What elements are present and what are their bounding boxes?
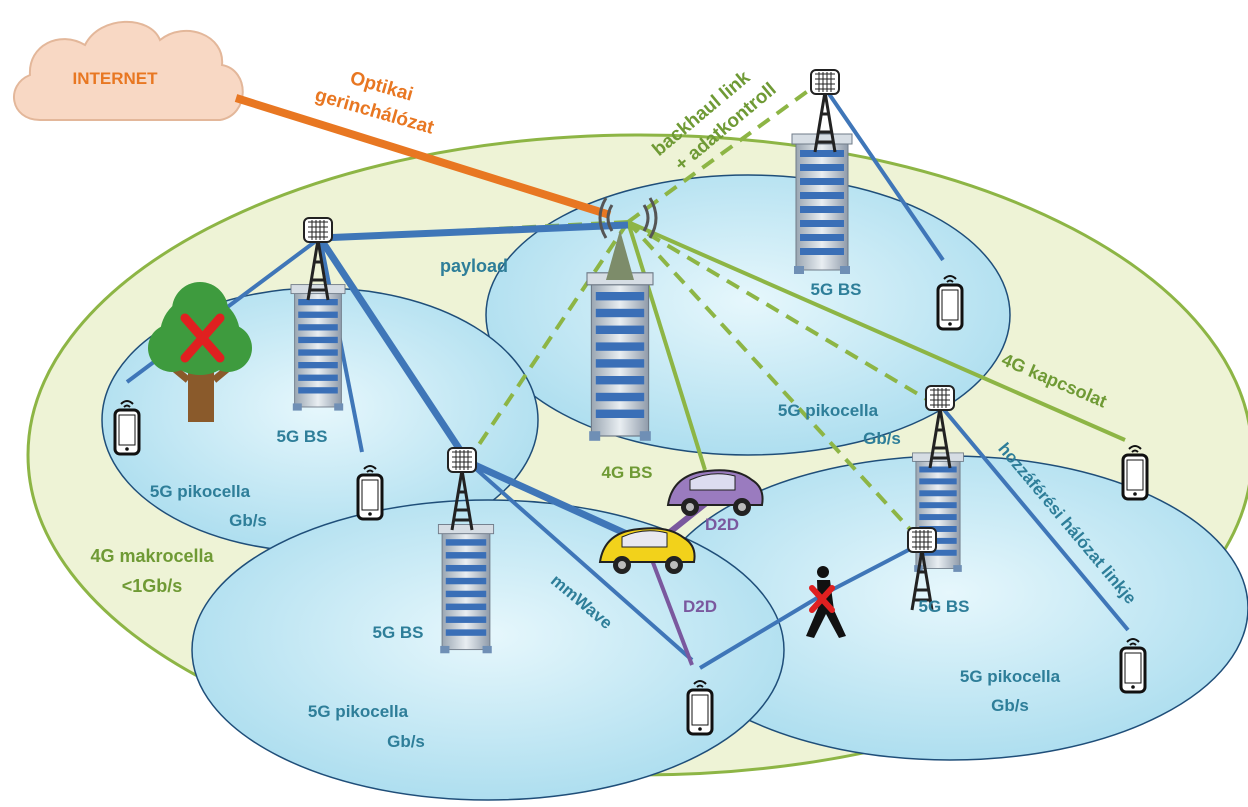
bs-right-label: 5G BS xyxy=(918,597,969,616)
phone-left-icon xyxy=(113,399,141,456)
phone-top-icon xyxy=(936,274,964,331)
backhaul-right xyxy=(626,220,920,540)
internet-cloud-icon xyxy=(13,20,244,121)
4g-signal-icon xyxy=(598,197,658,239)
pico-center-label-2: Gb/s xyxy=(863,429,901,448)
building-4g-icon xyxy=(586,230,654,442)
payload-left-bottom xyxy=(317,236,471,464)
macro-label-2: <1Gb/s xyxy=(122,576,183,596)
picocell-center xyxy=(485,174,1011,456)
pedestrian-icon xyxy=(806,566,846,638)
phone-right-icon xyxy=(1121,444,1149,501)
optical-backbone-line xyxy=(234,94,612,219)
bs-top-label: 5G BS xyxy=(810,280,861,299)
pico-center-label-1: 5G pikocella xyxy=(778,401,879,420)
backhaul-right2 xyxy=(626,220,930,402)
pico-right-label-1: 5G pikocella xyxy=(960,667,1061,686)
phone-bottom-icon xyxy=(686,679,714,736)
internet-label: INTERNET xyxy=(73,69,159,88)
car-purple-icon xyxy=(666,469,764,516)
pico-bottom-label-2: Gb/s xyxy=(387,732,425,751)
blocked-x-icon-2 xyxy=(809,585,835,613)
backhaul-top xyxy=(626,86,814,224)
pico-right-label-2: Gb/s xyxy=(991,696,1029,715)
macro-label-1: 4G makrocella xyxy=(90,546,214,566)
4g-link-car xyxy=(626,221,707,471)
bs-left-label: 5G BS xyxy=(276,427,327,446)
phone-left2-icon xyxy=(356,464,384,521)
access-top-phone xyxy=(823,86,945,262)
pico-left-label-2: Gb/s xyxy=(229,511,267,530)
access-network-link xyxy=(938,403,1130,632)
building-top-icon xyxy=(791,133,853,275)
blocked-x-icon xyxy=(180,313,225,363)
pico-left-label-1: 5G pikocella xyxy=(150,482,251,501)
building-left-icon xyxy=(290,284,346,412)
payload-link xyxy=(319,221,629,242)
phone-right2-icon xyxy=(1119,637,1147,694)
backhaul-bottom xyxy=(468,220,630,460)
d2d-top-label: D2D xyxy=(705,515,739,534)
car-yellow-icon xyxy=(598,527,696,574)
4g-link-phone xyxy=(627,220,1126,442)
4g-links xyxy=(626,220,1126,471)
bs-4g-label: 4G BS xyxy=(601,463,652,482)
d2d-link-phone xyxy=(650,559,694,666)
payload-label: payload xyxy=(440,256,508,276)
building-bottom-icon xyxy=(437,524,495,654)
pico-bottom-label-1: 5G pikocella xyxy=(308,702,409,721)
mmwave-link xyxy=(466,460,694,662)
payload-car xyxy=(466,458,642,544)
d2d-bottom-label: D2D xyxy=(683,597,717,616)
bs-bottom-label: 5G BS xyxy=(372,623,423,642)
